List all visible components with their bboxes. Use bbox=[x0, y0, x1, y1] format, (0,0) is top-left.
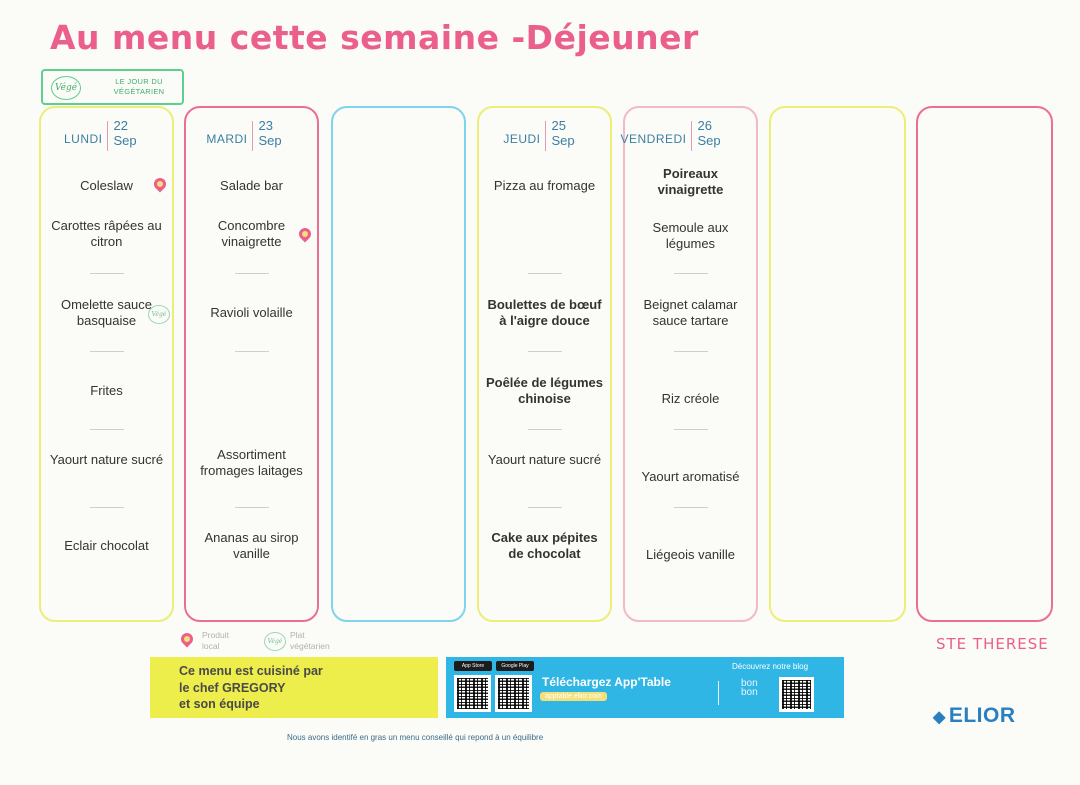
divider bbox=[544, 121, 546, 151]
divider bbox=[673, 429, 708, 430]
app-download-title: Téléchargez App'Table bbox=[542, 675, 671, 689]
divider bbox=[234, 507, 269, 508]
chef-banner: Ce menu est cuisiné par le chef GREGORY … bbox=[150, 657, 438, 718]
menu-item: Pizza au fromage bbox=[493, 178, 596, 193]
day-column-empty bbox=[916, 106, 1053, 622]
menu-item: Carottes râpées au citron bbox=[51, 218, 162, 249]
veggie-dish-icon: Végé bbox=[264, 632, 286, 651]
menu-item: Cake aux pépites de chocolat bbox=[491, 530, 598, 561]
qr-code-icon[interactable] bbox=[454, 675, 491, 712]
divider bbox=[89, 429, 124, 430]
app-store-badge[interactable]: App Store bbox=[454, 661, 492, 671]
app-banner: App Store Google Play Téléchargez App'Ta… bbox=[446, 657, 844, 718]
menu-item: Semoule aux légumes bbox=[652, 220, 729, 251]
menu-item: Riz créole bbox=[661, 391, 720, 406]
qr-code-icon[interactable] bbox=[495, 675, 532, 712]
local-product-pin-icon bbox=[178, 630, 196, 648]
qr-code-icon[interactable] bbox=[779, 677, 814, 712]
menu-item: Assortiment fromages laitages bbox=[200, 447, 303, 478]
day-name: VENDREDI bbox=[620, 132, 687, 146]
divider bbox=[673, 351, 708, 352]
veggie-dish-icon: Végé bbox=[148, 305, 170, 324]
footnote: Nous avons identifé en gras un menu cons… bbox=[287, 733, 544, 742]
divider bbox=[673, 507, 708, 508]
divider bbox=[89, 351, 124, 352]
divider bbox=[234, 273, 269, 274]
menu-item: Salade bar bbox=[220, 178, 283, 193]
menu-item: Concombre vinaigrette bbox=[217, 218, 286, 249]
divider bbox=[527, 351, 562, 352]
site-name: STE THERESE bbox=[936, 635, 1049, 653]
divider bbox=[527, 429, 562, 430]
menu-item: Omelette sauce basquaise bbox=[60, 297, 153, 328]
menu-item: Poêlée de légumes chinoise bbox=[485, 375, 604, 406]
day-name: MARDI bbox=[206, 132, 248, 146]
blog-logo: bon bon bbox=[741, 678, 758, 698]
menu-item: Ravioli volaille bbox=[210, 305, 293, 320]
chef-line-2: le chef GREGORY bbox=[179, 680, 286, 695]
menu-item: Beignet calamar sauce tartare bbox=[643, 297, 738, 328]
menu-item: Yaourt nature sucré bbox=[49, 452, 164, 467]
menu-item: Eclair chocolat bbox=[64, 538, 149, 553]
menu-item: Frites bbox=[90, 383, 123, 398]
day-column-empty bbox=[331, 106, 466, 622]
divider bbox=[673, 273, 708, 274]
menu-item: Boulettes de bœuf à l'aigre douce bbox=[487, 297, 602, 328]
menu-item: Ananas au sirop vanille bbox=[204, 530, 299, 561]
day-name: LUNDI bbox=[63, 132, 103, 146]
day-name: JEUDI bbox=[503, 132, 541, 146]
day-column-empty bbox=[769, 106, 906, 622]
brand-logo: ◆ELIOR bbox=[933, 704, 1016, 727]
chef-line-1: Ce menu est cuisiné par bbox=[179, 664, 323, 678]
divider bbox=[718, 681, 719, 705]
veggie-day-banner: Végé LE JOUR DU VÉGÉTARIEN bbox=[41, 69, 184, 105]
divider bbox=[527, 273, 562, 274]
veggie-day-label: LE JOUR DU VÉGÉTARIEN bbox=[113, 77, 165, 96]
menu-item: Yaourt nature sucré bbox=[487, 452, 602, 467]
veggie-badge-icon: Végé bbox=[51, 76, 81, 100]
google-play-badge[interactable]: Google Play bbox=[496, 661, 534, 671]
divider bbox=[234, 351, 269, 352]
divider bbox=[89, 507, 124, 508]
blog-title: Découvrez notre blog bbox=[732, 662, 809, 671]
chef-line-3: et son équipe bbox=[179, 697, 260, 711]
divider bbox=[251, 121, 253, 151]
divider bbox=[690, 121, 692, 151]
divider bbox=[89, 273, 124, 274]
menu-item: Poireaux vinaigrette bbox=[657, 166, 724, 197]
menu-item: Liégeois vanille bbox=[646, 547, 735, 562]
app-url-link[interactable]: apptable.elior.com bbox=[540, 692, 607, 701]
page-title: Au menu cette semaine -Déjeuner bbox=[50, 18, 699, 57]
legend-veggie-label: Plat végétarien bbox=[290, 630, 330, 651]
menu-item: Coleslaw bbox=[80, 178, 133, 193]
divider bbox=[527, 507, 562, 508]
divider bbox=[106, 121, 108, 151]
elior-mark-icon: ◆ bbox=[933, 709, 946, 726]
menu-item: Yaourt aromatisé bbox=[641, 469, 740, 484]
legend-local-label: Produit local bbox=[202, 630, 229, 651]
